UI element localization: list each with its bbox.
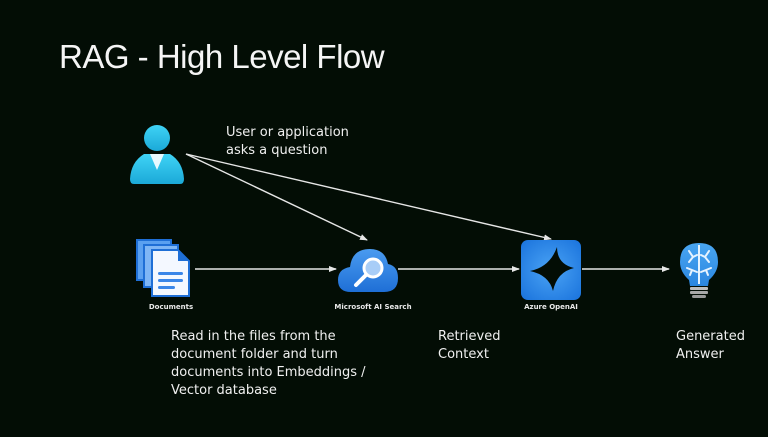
user-icon (128, 124, 186, 190)
user-caption: User or application asks a question (226, 125, 349, 158)
arrow-user-to-search (185, 153, 368, 241)
search-label: Microsoft AI Search (334, 303, 412, 311)
azure-openai-icon (520, 239, 582, 305)
answer-caption: Generated Answer (676, 329, 745, 362)
documents-caption: Read in the files from the document fold… (171, 329, 366, 398)
documents-label: Documents (148, 303, 194, 311)
arrow-user-to-openai (185, 153, 552, 241)
lightbulb-brain-icon (678, 242, 720, 304)
search-caption: Retrieved Context (438, 329, 501, 362)
openai-label: Azure OpenAI (524, 303, 578, 311)
search-cloud-icon (337, 247, 399, 297)
slide-title: RAG - High Level Flow (59, 38, 385, 75)
documents-icon (136, 239, 194, 303)
